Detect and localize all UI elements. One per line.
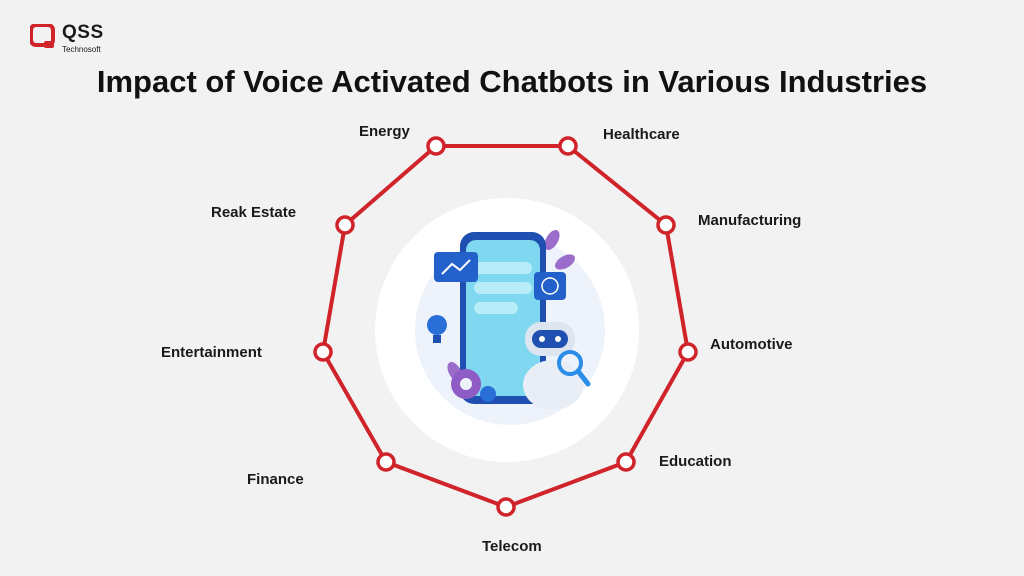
label-real-estate: Reak Estate [211, 204, 297, 221]
ring-polygon [321, 144, 690, 509]
label-finance: Finance [247, 471, 304, 488]
label-telecom: Telecom [482, 538, 542, 555]
node-automotive [678, 342, 698, 362]
phone-chatbot-icon [415, 230, 605, 425]
node-healthcare [558, 136, 578, 156]
brand-name: QSS [62, 22, 104, 43]
label-automotive: Automotive [710, 336, 793, 353]
label-manufacturing: Manufacturing [698, 212, 802, 229]
node-telecom [496, 497, 516, 517]
node-education [616, 452, 636, 472]
node-energy [426, 136, 446, 156]
label-energy: Energy [359, 123, 410, 140]
node-reak-estate [335, 215, 355, 235]
label-education: Education [659, 453, 732, 470]
label-entertainment: Entertainment [161, 344, 262, 361]
page-title: Impact of Voice Activated Chatbots in Va… [96, 64, 928, 99]
node-entertainment [313, 342, 333, 362]
node-manufacturing [656, 215, 676, 235]
qss-logo-icon [30, 24, 55, 48]
label-healthcare: Healthcare [603, 126, 680, 143]
brand-logo: QSS Technosoft [30, 22, 120, 62]
node-finance [376, 452, 396, 472]
brand-subtitle: Technosoft [62, 45, 101, 54]
